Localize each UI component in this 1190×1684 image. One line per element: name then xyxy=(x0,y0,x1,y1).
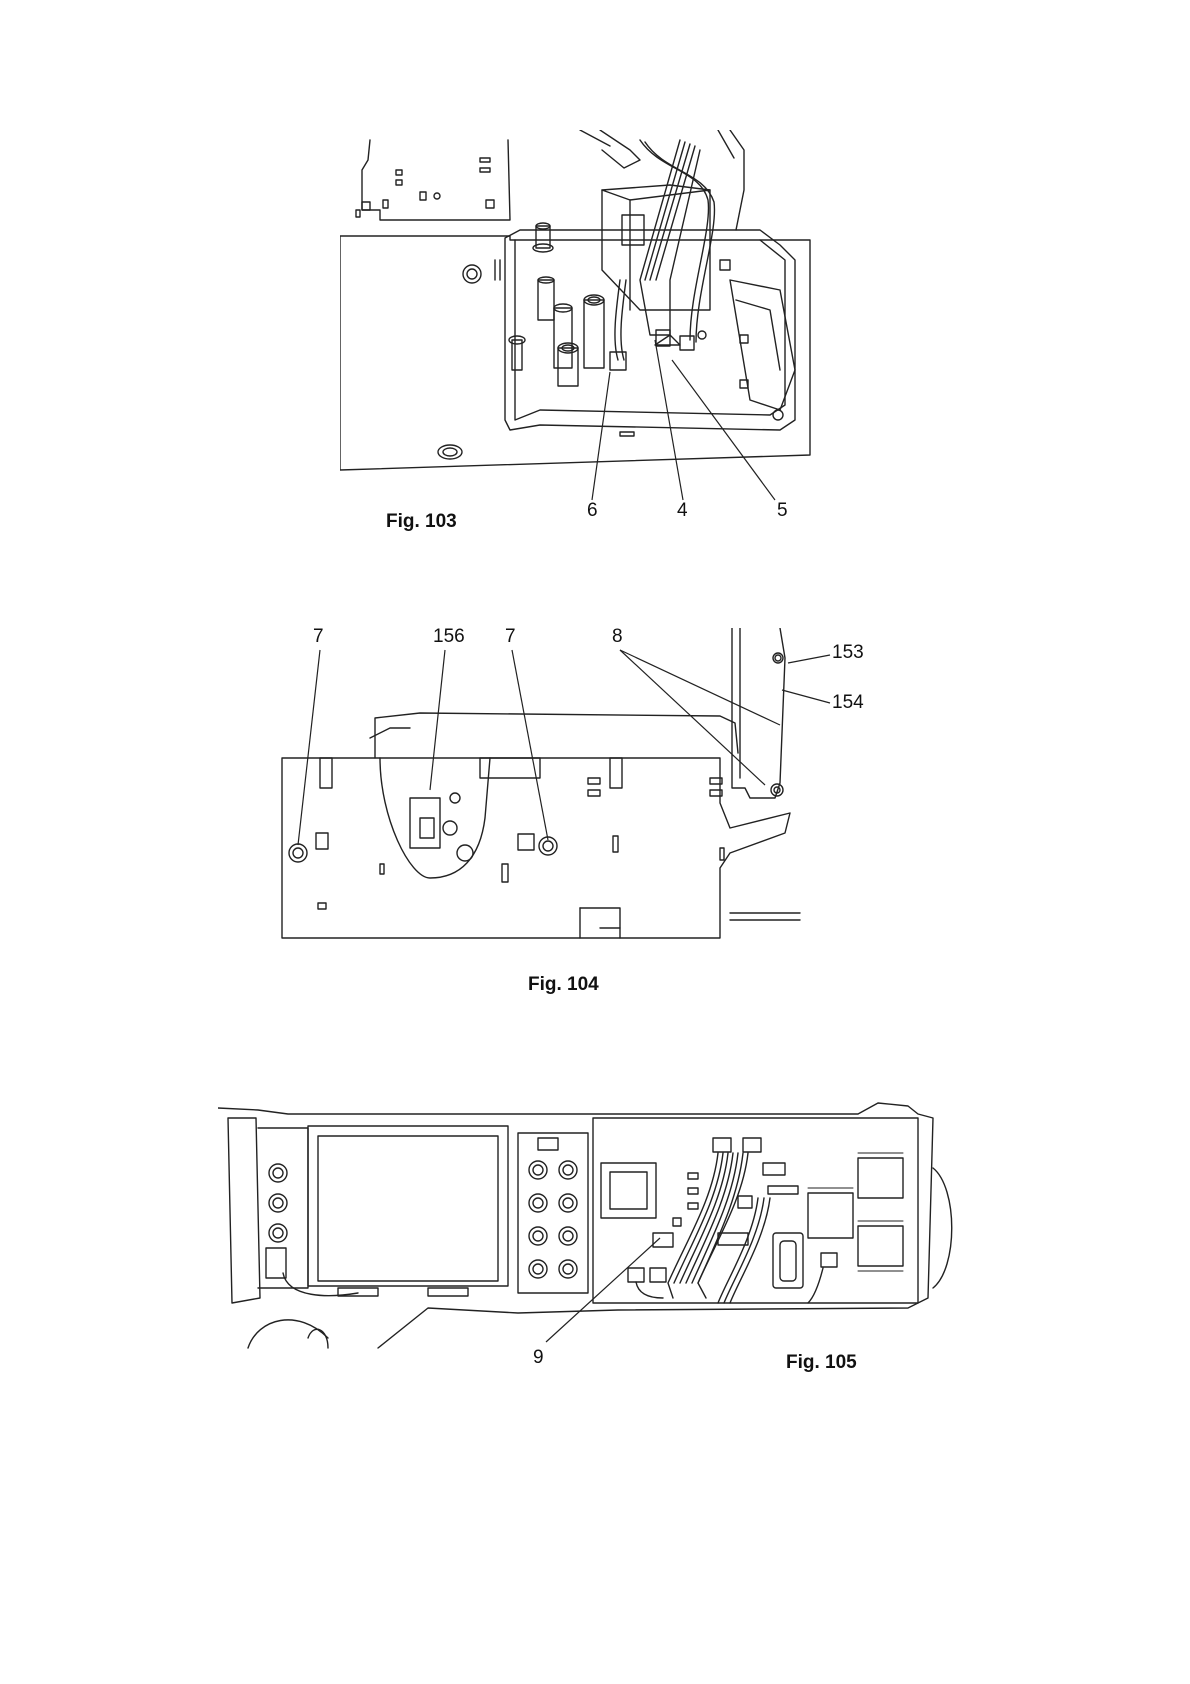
fig104-leader-lines xyxy=(290,645,840,855)
callout-9: 9 xyxy=(533,1347,544,1369)
figure-103-caption: Fig. 103 xyxy=(386,511,457,533)
fig105-leader-lines xyxy=(540,1230,670,1350)
fig103-leader-lines xyxy=(580,300,800,505)
figure-104-caption: Fig. 104 xyxy=(528,974,599,996)
figure-105-caption: Fig. 105 xyxy=(786,1352,857,1374)
